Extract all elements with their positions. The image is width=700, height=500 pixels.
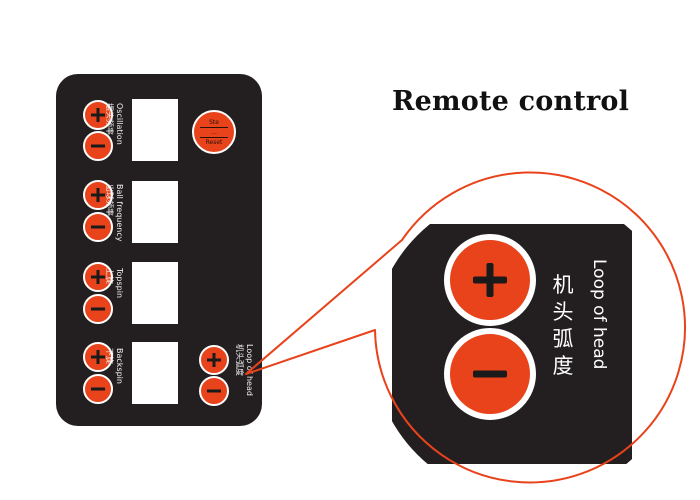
ball-frequency-display <box>132 181 178 243</box>
loop-of-head-minus-button[interactable] <box>199 376 229 406</box>
zoom-minus-button[interactable] <box>444 328 536 420</box>
ball-frequency-plus-button[interactable] <box>83 180 113 210</box>
backspin-minus-button[interactable] <box>83 374 113 404</box>
topspin-minus-button[interactable] <box>83 294 113 324</box>
page-title: Remote control <box>392 86 630 117</box>
reset-text-mid: ... <box>211 128 217 136</box>
zoom-callout: 机头弧度 Loop of head <box>372 190 682 500</box>
zoom-plus-button[interactable] <box>444 234 536 326</box>
ball-frequency-minus-button[interactable] <box>83 212 113 242</box>
reset-text-bottom: Reset <box>205 138 223 146</box>
oscillation-plus-button[interactable] <box>83 100 113 130</box>
topspin-plus-button[interactable] <box>83 262 113 292</box>
loop-of-head-plus-button[interactable] <box>199 345 229 375</box>
backspin-display <box>132 342 178 404</box>
oscillation-minus-button[interactable] <box>83 131 113 161</box>
reset-text-top: Ste <box>209 118 219 126</box>
backspin-plus-button[interactable] <box>83 342 113 372</box>
reset-divider <box>200 136 228 138</box>
reset-button[interactable]: Ste ... Reset <box>192 110 236 154</box>
zoom-cn-label: 机头弧度 <box>552 273 574 378</box>
oscillation-display <box>132 99 178 161</box>
reset-divider <box>200 126 228 128</box>
topspin-display <box>132 262 178 324</box>
